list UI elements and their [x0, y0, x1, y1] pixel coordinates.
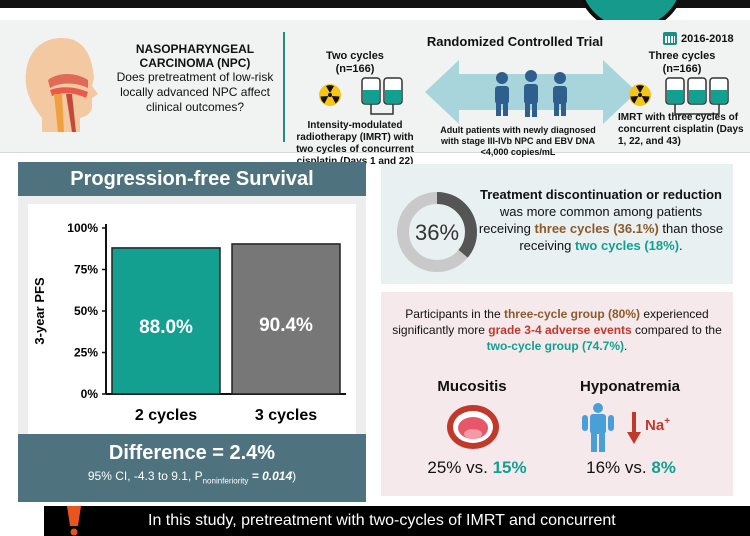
pfs-footer: Difference = 2.4% 95% CI, -4.3 to 9.1, P…	[18, 434, 366, 502]
sodium-symbol: Na	[645, 417, 665, 434]
patients-group-icon	[495, 70, 567, 117]
mucositis-three: 25% vs.	[427, 458, 493, 477]
trial-title: Randomized Controlled Trial	[426, 34, 604, 49]
discontinuation-text: was more common among patients receiving…	[477, 203, 725, 254]
pfs-bar-chart: 3-year PFS 0% 25% 50% 75% 100% 88.0% 2 cycles 90…	[32, 221, 346, 424]
down-arrow-icon	[627, 412, 641, 444]
discontinuation-title: Treatment discontinuation or reduction	[480, 187, 722, 202]
hyponatremia-label: Hyponatremia	[579, 378, 681, 395]
x-category-label: 2 cycles	[135, 407, 197, 424]
pfs-chart-area: 3-year PFS 0% 25% 50% 75% 100% 88.0% 2 cycles 90…	[28, 204, 356, 452]
y-tick-label: 0%	[81, 387, 99, 401]
iv-bags-two-icon	[361, 77, 403, 115]
disc-t3: .	[679, 238, 683, 253]
arm-two-label: Two cycles	[326, 50, 384, 62]
trial-dates-text: 2016-2018	[681, 32, 734, 45]
adverse-events-panel: Participants in the three-cycle group (8…	[381, 292, 733, 496]
hyponatremia-stat: 16% vs. 8%	[571, 458, 691, 478]
pfs-title: Progression-free Survival	[18, 162, 366, 196]
person-icon	[582, 403, 614, 452]
radiation-icon	[319, 84, 341, 106]
question-title: NASOPHARYNGEAL CARCINOMA (NPC)	[135, 42, 255, 70]
x-category-label: 3 cycles	[255, 407, 317, 424]
top-bar	[0, 0, 750, 8]
pfs-difference: Difference = 2.4%	[108, 442, 276, 464]
header-divider	[283, 32, 285, 142]
ae-t3: compared to the	[631, 323, 722, 337]
disc-t1: was more common among patients receiving	[478, 204, 703, 236]
header-panel: NASOPHARYNGEAL CARCINOMA (NPC) Does pret…	[0, 20, 750, 167]
ring-progress	[397, 192, 477, 272]
ci-close: )	[292, 469, 297, 483]
ci-p-value: = 0.014	[251, 469, 293, 483]
radiation-icon	[629, 84, 651, 106]
discontinuation-panel: 36% Treatment discontinuation or reducti…	[381, 164, 733, 284]
y-tick-label: 50%	[74, 304, 98, 318]
disc-three-cycles: three cycles (36.1%)	[534, 221, 659, 236]
hypo-two: 8%	[651, 458, 676, 477]
iv-bags-three-icon	[665, 77, 729, 115]
y-tick-label: 100%	[67, 221, 98, 235]
bar-3-cycles	[231, 243, 341, 395]
bar-value-label: 90.4%	[259, 315, 313, 336]
mucositis-two: 15%	[492, 458, 527, 477]
ae-grade: grade 3-4 adverse events	[488, 323, 632, 337]
sodium-label: Na+	[645, 416, 670, 434]
population-description: Adult patients with newly diagnosed with…	[440, 125, 596, 157]
arm-two-title: Two cycles (n=166)	[300, 50, 410, 76]
ci-prefix: 95% CI, -4.3 to 9.1, P	[87, 469, 203, 483]
arm-three-title: Three cycles (n=166)	[632, 50, 732, 76]
conclusion-banner: In this study, pretreatment with two-cyc…	[44, 506, 750, 536]
y-tick-label: 75%	[74, 263, 98, 277]
mucositis-stat: 25% vs. 15%	[417, 458, 537, 478]
ae-t2: experienced significantly more	[392, 307, 709, 337]
question-text: Does pretreatment of low-risk locally ad…	[116, 70, 274, 114]
y-axis-label: 3-year PFS	[32, 277, 47, 345]
pfs-panel: Progression-free Survival 3-year PFS 0% 25…	[18, 162, 366, 502]
bar-value-label: 88.0%	[139, 317, 193, 338]
discontinuation-ring-chart: 36%	[397, 192, 477, 272]
mucositis-label: Mucositis	[437, 378, 507, 395]
trial-dates: 2016-2018	[663, 32, 734, 45]
ae-two-cycle: two-cycle group (74.7%)	[486, 339, 625, 353]
disc-two-cycles: two cycles (18%)	[574, 238, 680, 253]
pfs-confidence-interval: 95% CI, -4.3 to 9.1, Pnoninferiority = 0…	[18, 469, 366, 485]
head-profile-icon	[25, 38, 98, 132]
conclusion-text: In this study, pretreatment with two-cyc…	[148, 512, 616, 529]
sodium-charge: +	[664, 416, 671, 427]
bar-2-cycles	[111, 247, 221, 395]
ae-t4: .	[624, 339, 628, 353]
exclamation-icon	[67, 506, 81, 536]
ae-three-cycle: three-cycle group (80%)	[503, 307, 641, 321]
arm-three-description: IMRT with three cycles of concurrent cis…	[618, 112, 744, 147]
adverse-events-text: Participants in the three-cycle group (8…	[391, 306, 723, 354]
ring-percent-label: 36%	[415, 220, 459, 245]
y-tick-label: 25%	[74, 346, 98, 360]
arm-two-description: Intensity-modulated radiotherapy (IMRT) …	[296, 120, 414, 167]
disc-t2: than those receiving	[519, 221, 724, 253]
hypo-three: 16% vs.	[586, 458, 652, 477]
arm-three-label: Three cycles	[648, 50, 716, 62]
ci-subscript: noninferiority	[202, 476, 249, 486]
open-mouth-icon	[447, 405, 499, 449]
arm-two-n: (n=166)	[335, 63, 375, 75]
calendar-icon	[663, 32, 677, 45]
arm-three-n: (n=166)	[662, 63, 702, 75]
ae-t1: Participants in the	[405, 307, 504, 321]
